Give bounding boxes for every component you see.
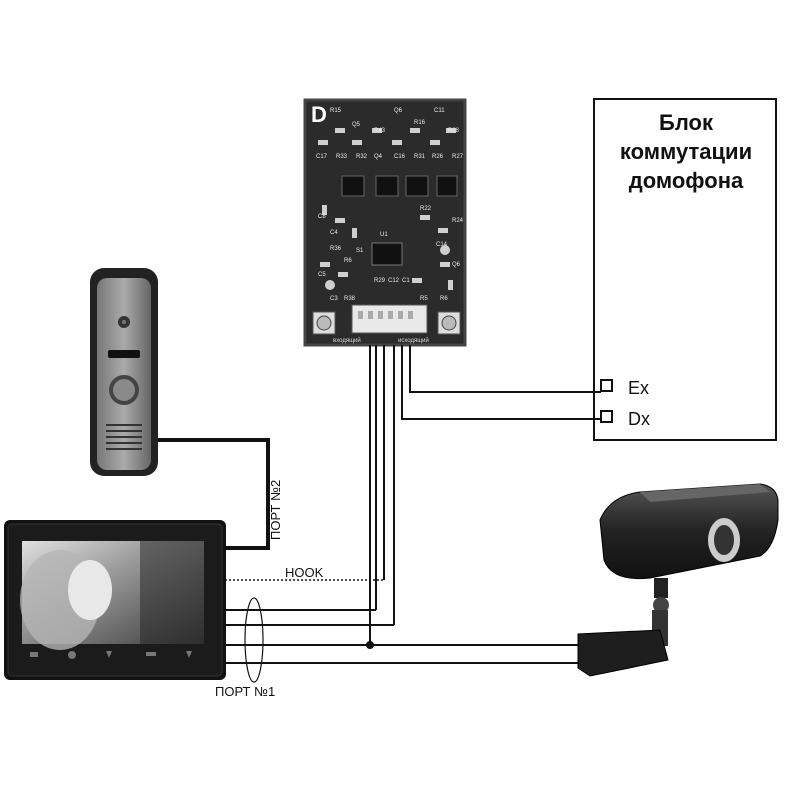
cctv-camera [577,483,779,677]
key-icon [146,652,156,656]
component-designator: R29 [374,278,386,284]
component-designator: R6 [440,296,448,302]
ic-chip [436,175,458,197]
phone-icon [106,651,112,658]
monitor-button-icon [30,652,38,657]
component-designator: R38 [344,296,356,302]
panel-led-strip [108,350,140,358]
component-designator: C4 [330,230,338,236]
wires [155,345,601,664]
component-designator: C8 [318,214,326,220]
component-designator: R15 [330,108,342,114]
unit-title-line-3: домофона [628,168,744,193]
ex-terminal-label: Ex [628,378,650,398]
hook-label: HOOK [285,565,324,580]
component-designator: R5 [420,296,428,302]
connector-label-left: входящий [333,337,361,344]
adapter-board: D входящий [303,98,467,347]
component-designator: C16 [394,154,406,160]
ic-chip [371,242,403,266]
component-designator: C17 [316,154,328,160]
ic-chip [375,175,399,197]
component-designator: R27 [452,154,464,160]
wire-ex [409,345,601,393]
wire-port2 [155,438,270,550]
component-designator: R43 [374,128,386,134]
component-designator: R24 [452,218,464,224]
component-designator: Q6 [452,262,461,268]
component-designator: C5 [318,272,326,278]
dx-terminal-label: Dx [628,409,650,429]
component-designator: R33 [336,154,348,160]
port1-label: ПОРТ №1 [215,684,276,699]
video-monitor [4,520,226,680]
component-designator: R6 [344,258,352,264]
component-designator: R26 [432,154,444,160]
component-designator: C11 [434,108,445,114]
door-call-panel [90,268,158,476]
wire-junction [366,641,374,649]
unit-title-line-2: коммутации [619,139,753,164]
component-designator: C12 [388,278,400,284]
component-designator: C14 [436,242,448,248]
phone-icon [186,651,192,658]
component-designator: C3 [330,296,338,302]
ex-terminal [600,379,613,392]
speaker-grille-icon [106,424,142,450]
dx-terminal [600,410,613,423]
component-designator: R32 [356,154,368,160]
component-designator: Q5 [352,122,361,128]
camera-bracket [577,629,669,677]
switch-unit-title: Блок коммутации домофона [596,108,776,195]
component-designator: R22 [420,206,432,212]
component-designator: C1 [402,278,410,284]
board-logo: D [311,102,327,127]
component-designator: R31 [414,154,426,160]
component-designator: R36 [330,246,342,252]
component-designator: U1 [380,232,388,238]
connector-label-right: исходящий [398,337,429,344]
smd-components [318,128,456,290]
port1-bundle-marker [244,597,264,683]
component-designator: S1 [356,248,364,254]
monitor-buttons [30,651,192,659]
wire-dx [401,345,601,420]
monitor-button-icon [68,651,76,659]
component-designator: Q6 [394,108,403,114]
ic-chip [341,175,365,197]
ic-chip [405,175,429,197]
unit-title-line-1: Блок [659,110,713,135]
intercom-switch-unit [593,98,777,441]
component-designator: R28 [448,128,460,134]
component-designator: R16 [414,120,426,126]
port2-label: ПОРТ №2 [268,479,283,540]
component-designator: Q4 [374,154,383,160]
